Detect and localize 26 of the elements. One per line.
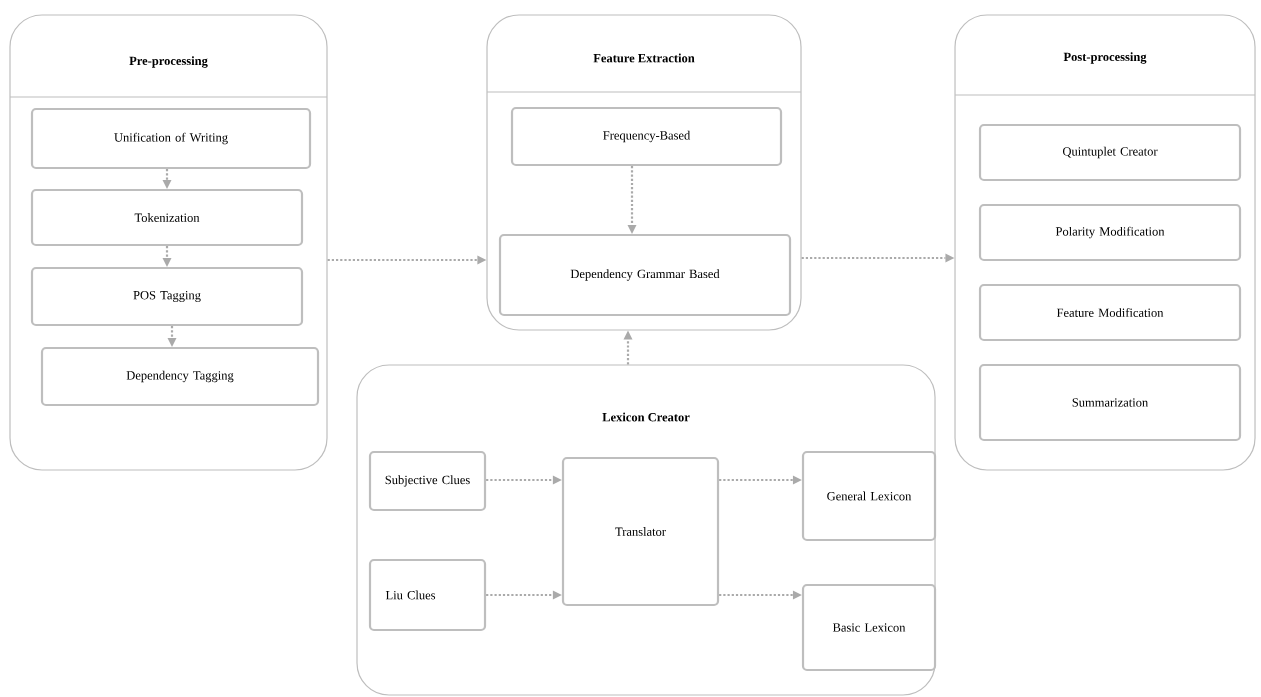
process-box: Subjective Clues — [368, 450, 487, 512]
process-box: Dependency Tagging — [40, 346, 320, 407]
arrow — [719, 475, 802, 485]
arrow — [486, 475, 562, 485]
arrow — [162, 169, 172, 189]
arrow — [623, 330, 633, 365]
process-box: Dependency Grammar Based — [498, 233, 792, 317]
process-box: Basic Lexicon — [801, 583, 937, 672]
process-box: Unification of Writing — [30, 107, 312, 170]
process-box: Summarization — [978, 363, 1242, 442]
process-box: General Lexicon — [801, 450, 937, 542]
process-box: Liu Clues — [368, 558, 487, 632]
process-box: POS Tagging — [30, 266, 304, 327]
arrow — [801, 253, 955, 263]
process-box: Feature Modification — [978, 283, 1242, 342]
process-box: Translator — [561, 456, 720, 607]
process-box: Quintuplet Creator — [978, 123, 1242, 182]
arrow — [167, 326, 177, 347]
arrow — [486, 590, 562, 600]
arrow — [327, 255, 487, 265]
process-box: Frequency-Based — [510, 106, 783, 167]
arrow — [719, 590, 802, 600]
process-box: Polarity Modification — [978, 203, 1242, 262]
arrow — [627, 166, 637, 234]
arrow — [162, 246, 172, 267]
process-box: Tokenization — [30, 188, 304, 247]
